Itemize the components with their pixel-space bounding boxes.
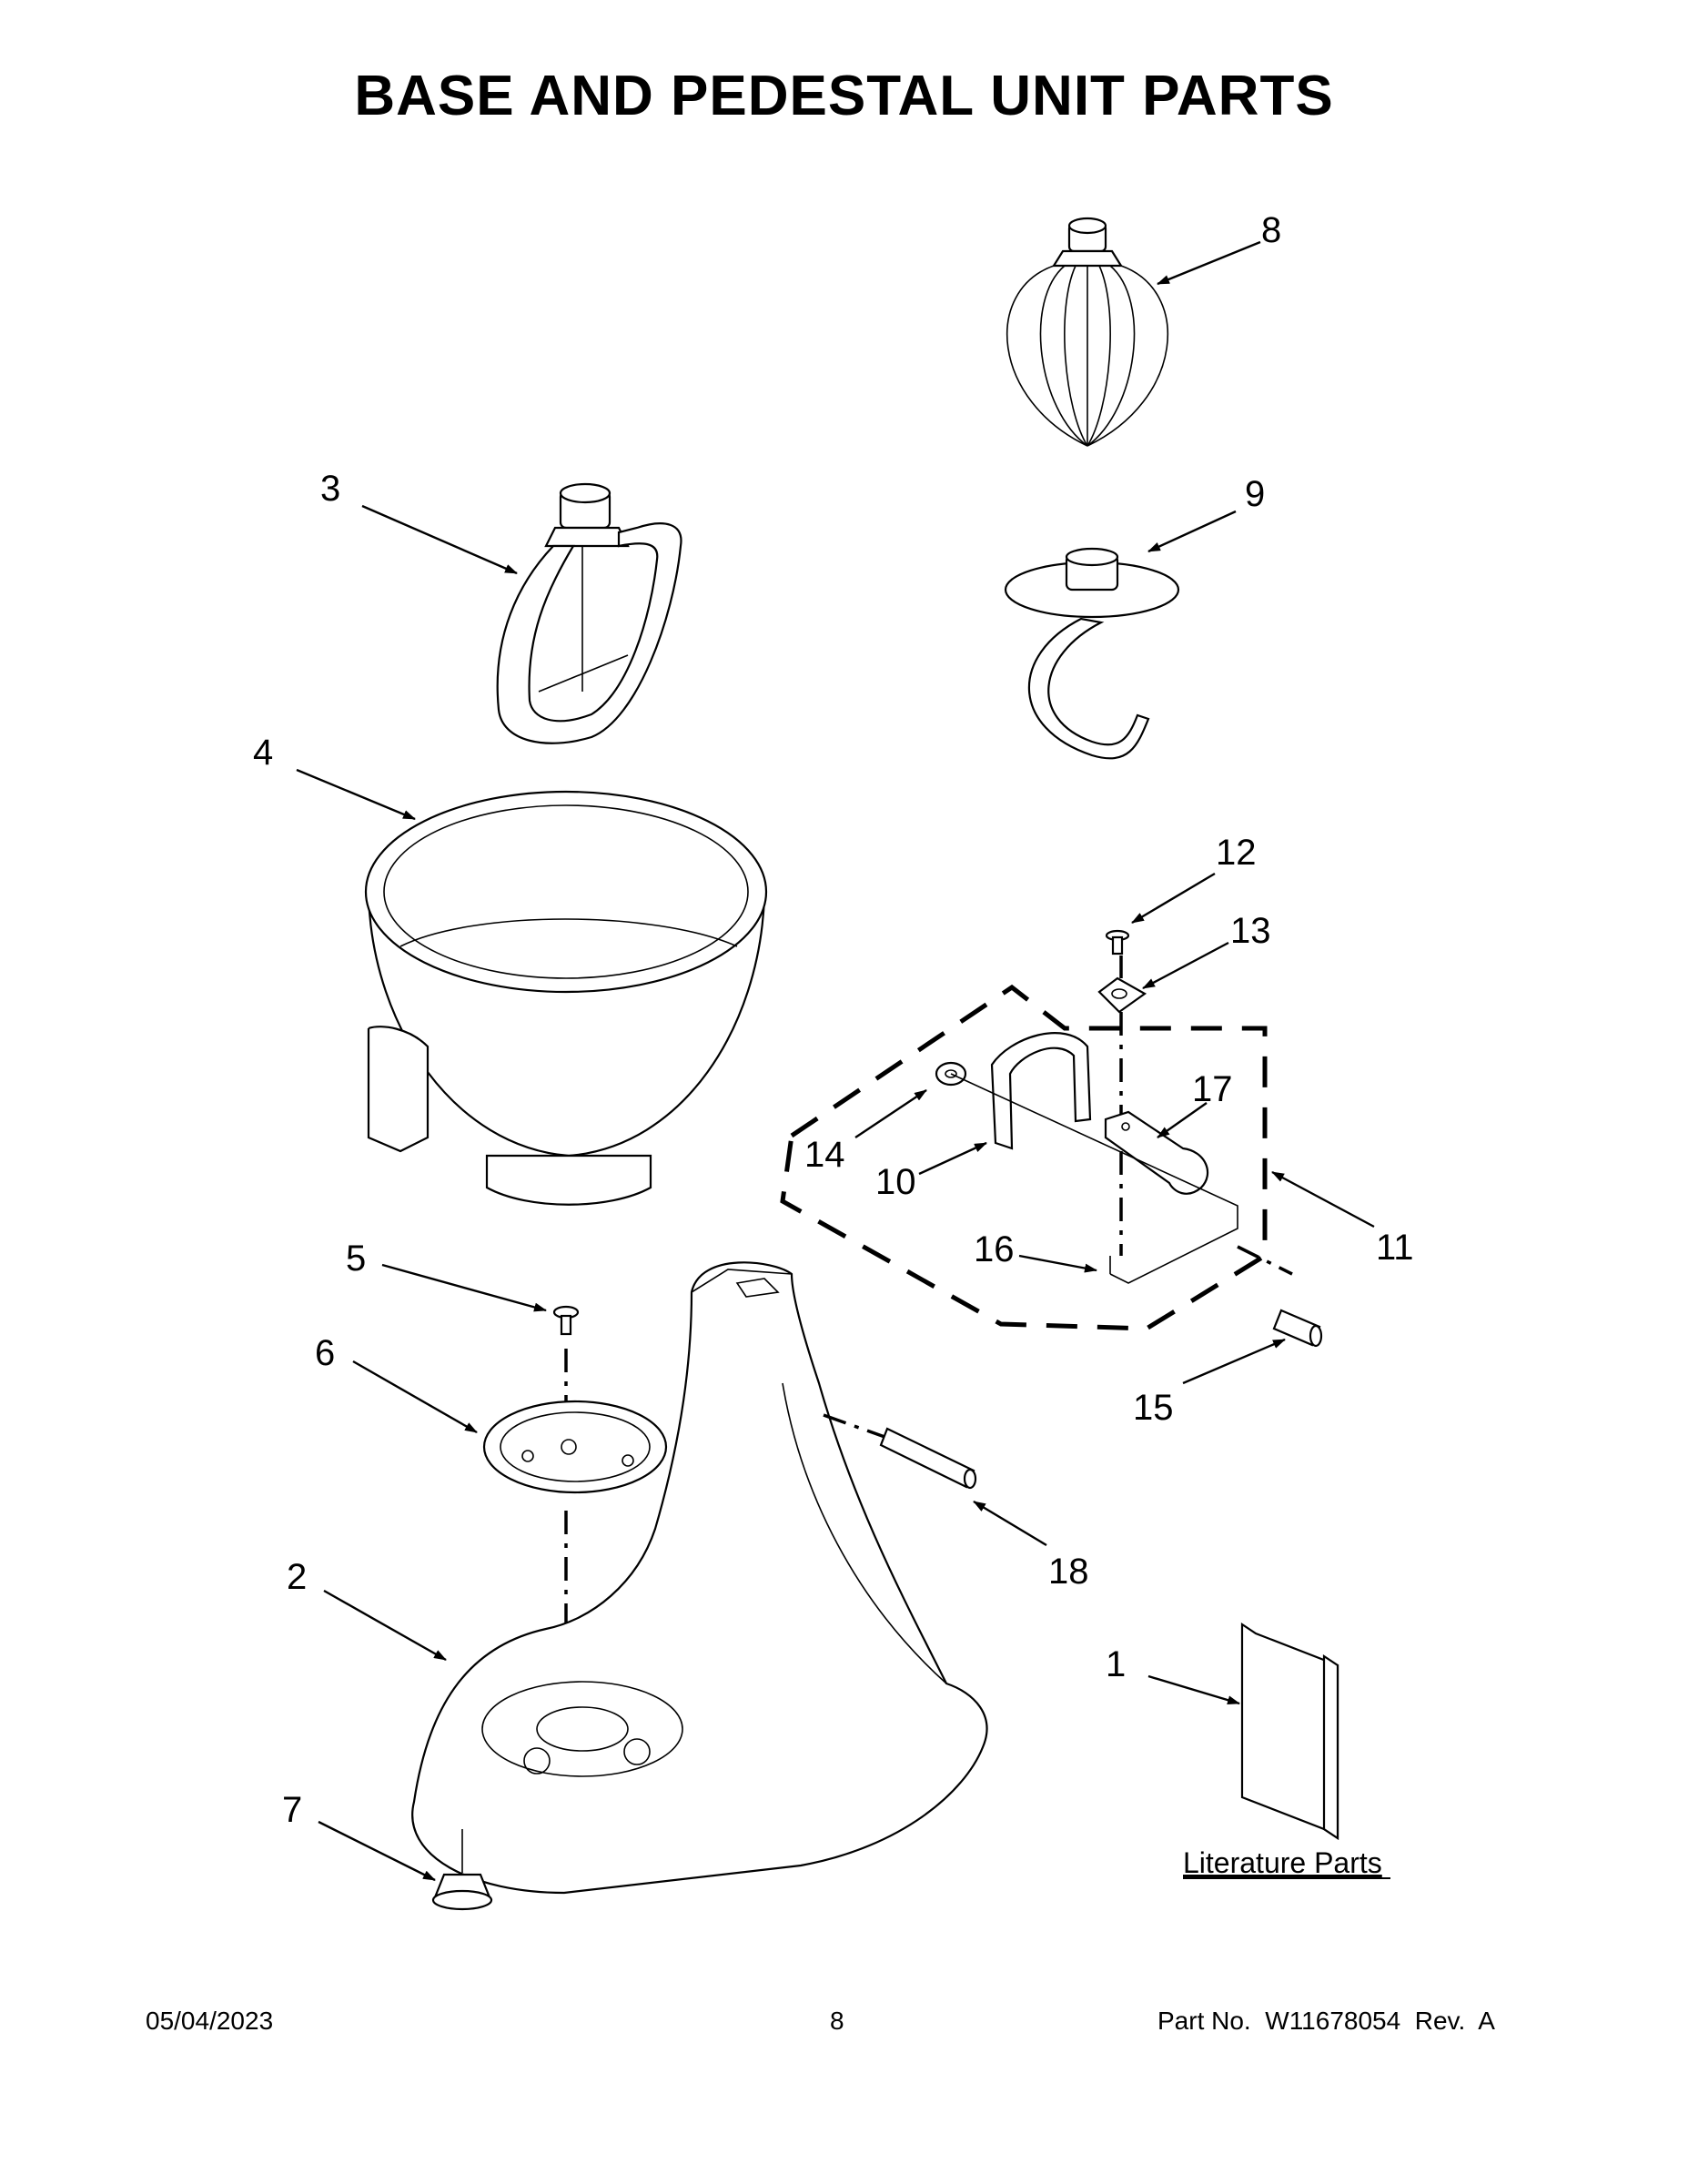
- arrow-1: [1147, 1674, 1240, 1705]
- foot-part: [431, 1829, 493, 1911]
- arrow-14: [854, 1089, 927, 1138]
- arrow-3: [361, 504, 518, 575]
- callout-6: 6: [315, 1333, 335, 1373]
- callout-12: 12: [1216, 833, 1257, 873]
- arrow-13: [1142, 941, 1229, 990]
- arrow-8: [1157, 240, 1261, 286]
- mixing-bowl-part: [364, 790, 768, 1206]
- rod-part: [950, 1073, 1238, 1284]
- arrow-2: [323, 1589, 447, 1662]
- callout-5: 5: [346, 1239, 366, 1279]
- hinge-bracket-part: [990, 1032, 1092, 1150]
- footer-part-number: Part No. W11678054 Rev. A: [1157, 2007, 1495, 2035]
- wire-whip-part: [1006, 217, 1169, 447]
- callout-13: 13: [1230, 911, 1271, 951]
- callout-18: 18: [1048, 1552, 1089, 1592]
- callout-4: 4: [253, 733, 273, 773]
- callout-11: 11: [1376, 1228, 1414, 1268]
- arrow-5: [381, 1263, 547, 1312]
- footer-date: 05/04/2023: [146, 2007, 274, 2035]
- callout-10: 10: [875, 1162, 916, 1202]
- hinge-screw-part: [1105, 929, 1130, 956]
- arrow-10: [918, 1141, 987, 1176]
- callout-16: 16: [974, 1229, 1015, 1269]
- page-title: BASE AND PEDESTAL UNIT PARTS: [354, 65, 1334, 127]
- footer-page-number: 8: [830, 2007, 844, 2035]
- arrow-4: [296, 768, 416, 821]
- flat-beater-part: [496, 482, 682, 744]
- screw-part: [552, 1305, 580, 1336]
- clamping-plate-part: [482, 1400, 668, 1494]
- arrow-16: [1018, 1254, 1097, 1273]
- callout-3: 3: [320, 469, 340, 509]
- arrow-7: [318, 1820, 436, 1882]
- hinge-pin-part: [823, 1413, 977, 1490]
- lock-lever-part: [1104, 1110, 1209, 1195]
- arrow-9: [1147, 510, 1237, 553]
- pedestal-base-part: [411, 1261, 988, 1895]
- callout-9: 9: [1245, 474, 1265, 514]
- arrow-12: [1131, 872, 1216, 925]
- callout-14: 14: [804, 1135, 845, 1175]
- washer-part: [1097, 976, 1147, 1014]
- arrow-15: [1182, 1338, 1286, 1385]
- arrow-18: [973, 1500, 1047, 1547]
- pin-part: [1272, 1309, 1323, 1348]
- literature-part: [1240, 1622, 1339, 1841]
- callout-7: 7: [282, 1790, 302, 1830]
- literature-parts-label: Literature Parts: [1183, 1846, 1382, 1879]
- callout-15: 15: [1133, 1388, 1174, 1428]
- callout-8: 8: [1261, 210, 1281, 250]
- callout-2: 2: [287, 1557, 307, 1597]
- arrow-17: [1157, 1102, 1208, 1138]
- dough-hook-part: [1004, 547, 1180, 760]
- arrow-6: [352, 1360, 478, 1434]
- callout-1: 1: [1106, 1644, 1126, 1684]
- arrow-11: [1271, 1170, 1375, 1228]
- callout-17: 17: [1192, 1069, 1233, 1109]
